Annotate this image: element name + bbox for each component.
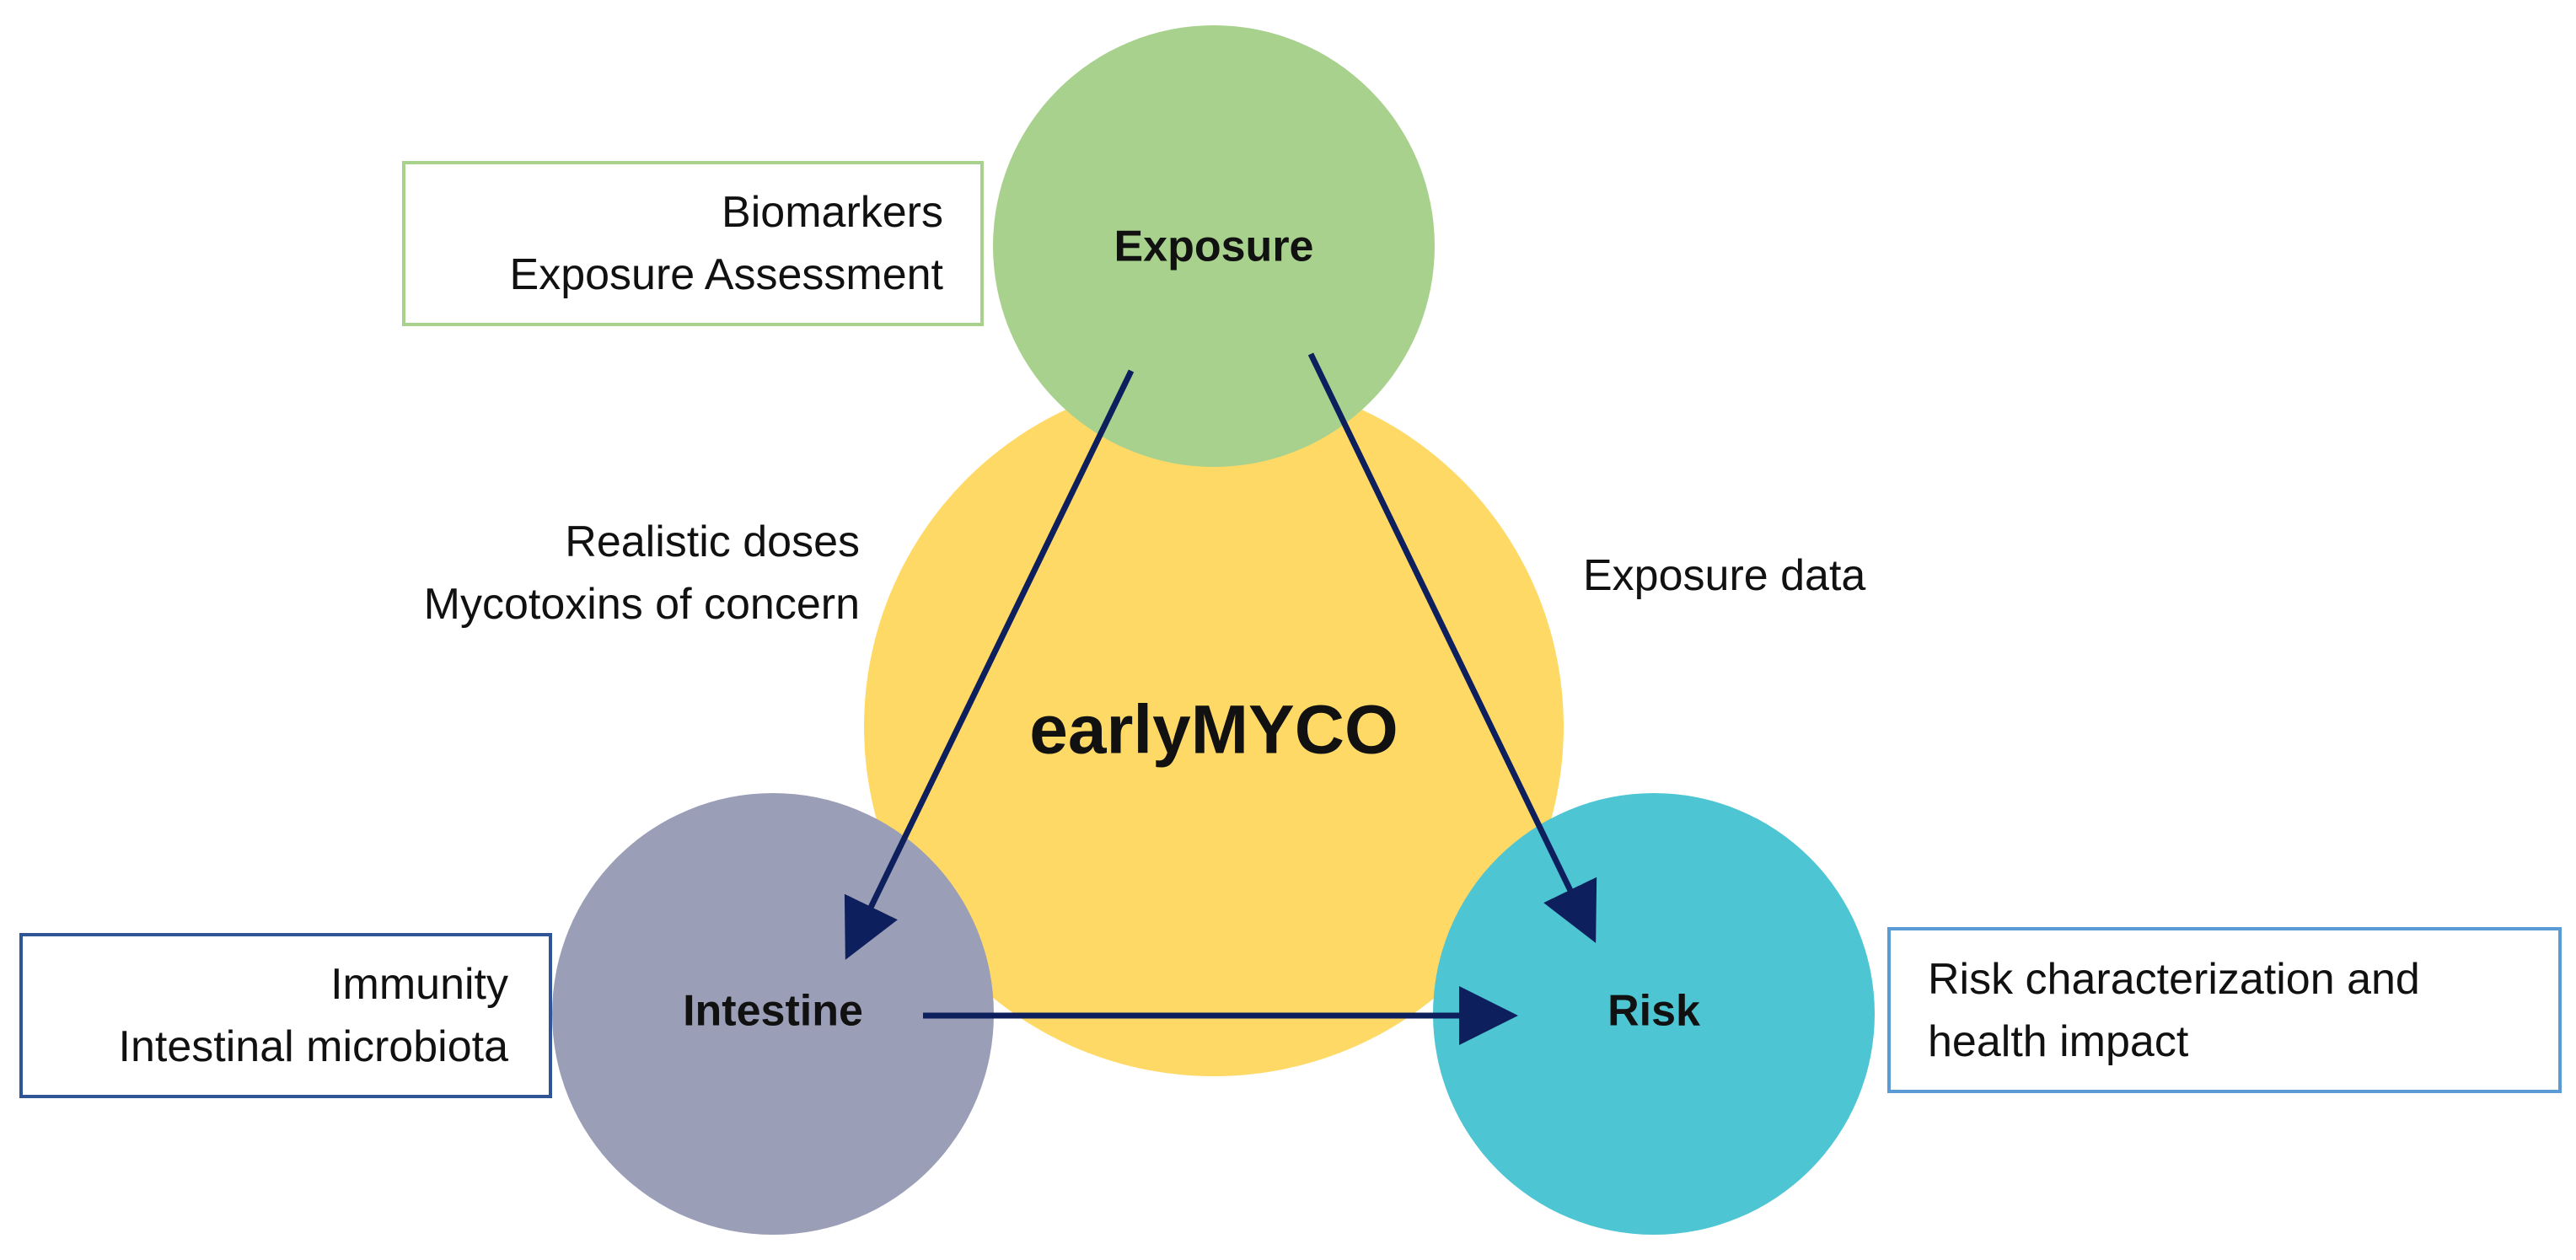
- exposure-box-line: Exposure Assessment: [509, 250, 943, 299]
- risk-circle: [1433, 793, 1875, 1235]
- risk-box-line: health impact: [1928, 1016, 2189, 1066]
- exposure-label: Exposure: [1114, 223, 1314, 271]
- exposure-box-line: Biomarkers: [722, 188, 943, 237]
- earlymyco-label: earlyMYCO: [1029, 692, 1398, 769]
- intestine-box-line: Intestinal microbiota: [118, 1022, 508, 1071]
- intestine-description-box: Immunity Intestinal microbiota: [19, 933, 552, 1098]
- exposure-to-intestine-annotation: Realistic doses Mycotoxins of concern: [424, 511, 860, 635]
- annotation-line: Exposure data: [1583, 551, 1866, 600]
- exposure-description-box: Biomarkers Exposure Assessment: [402, 161, 984, 326]
- exposure-circle: [993, 25, 1435, 467]
- annotation-line: Mycotoxins of concern: [423, 580, 860, 629]
- exposure-to-risk-annotation: Exposure data: [1583, 544, 1865, 607]
- intestine-box-line: Immunity: [330, 960, 508, 1009]
- arrow-exposure-to-risk: [1307, 352, 1597, 943]
- intestine-label: Intestine: [683, 987, 863, 1036]
- annotation-line: Realistic doses: [565, 517, 860, 566]
- risk-description-box: Risk characterization and health impact: [1887, 927, 2562, 1093]
- arrow-exposure-to-intestine: [844, 369, 1135, 960]
- risk-box-line: Risk characterization and: [1928, 954, 2420, 1004]
- risk-label: Risk: [1607, 987, 1700, 1036]
- earlymyco-circle: [864, 377, 1564, 1076]
